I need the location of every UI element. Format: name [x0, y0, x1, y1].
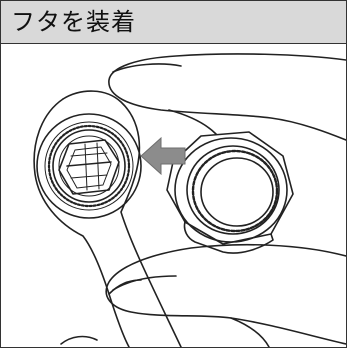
insert-arrow-icon — [140, 136, 186, 176]
upper-finger-icon — [108, 53, 346, 141]
ratchet-wrench-icon — [33, 90, 182, 347]
threaded-cap-icon — [166, 131, 294, 254]
title-bar: フタを装着 — [1, 1, 346, 44]
lower-finger-icon — [105, 243, 346, 347]
panel-title: フタを装着 — [11, 8, 136, 36]
cap-install-illustration — [33, 53, 346, 347]
